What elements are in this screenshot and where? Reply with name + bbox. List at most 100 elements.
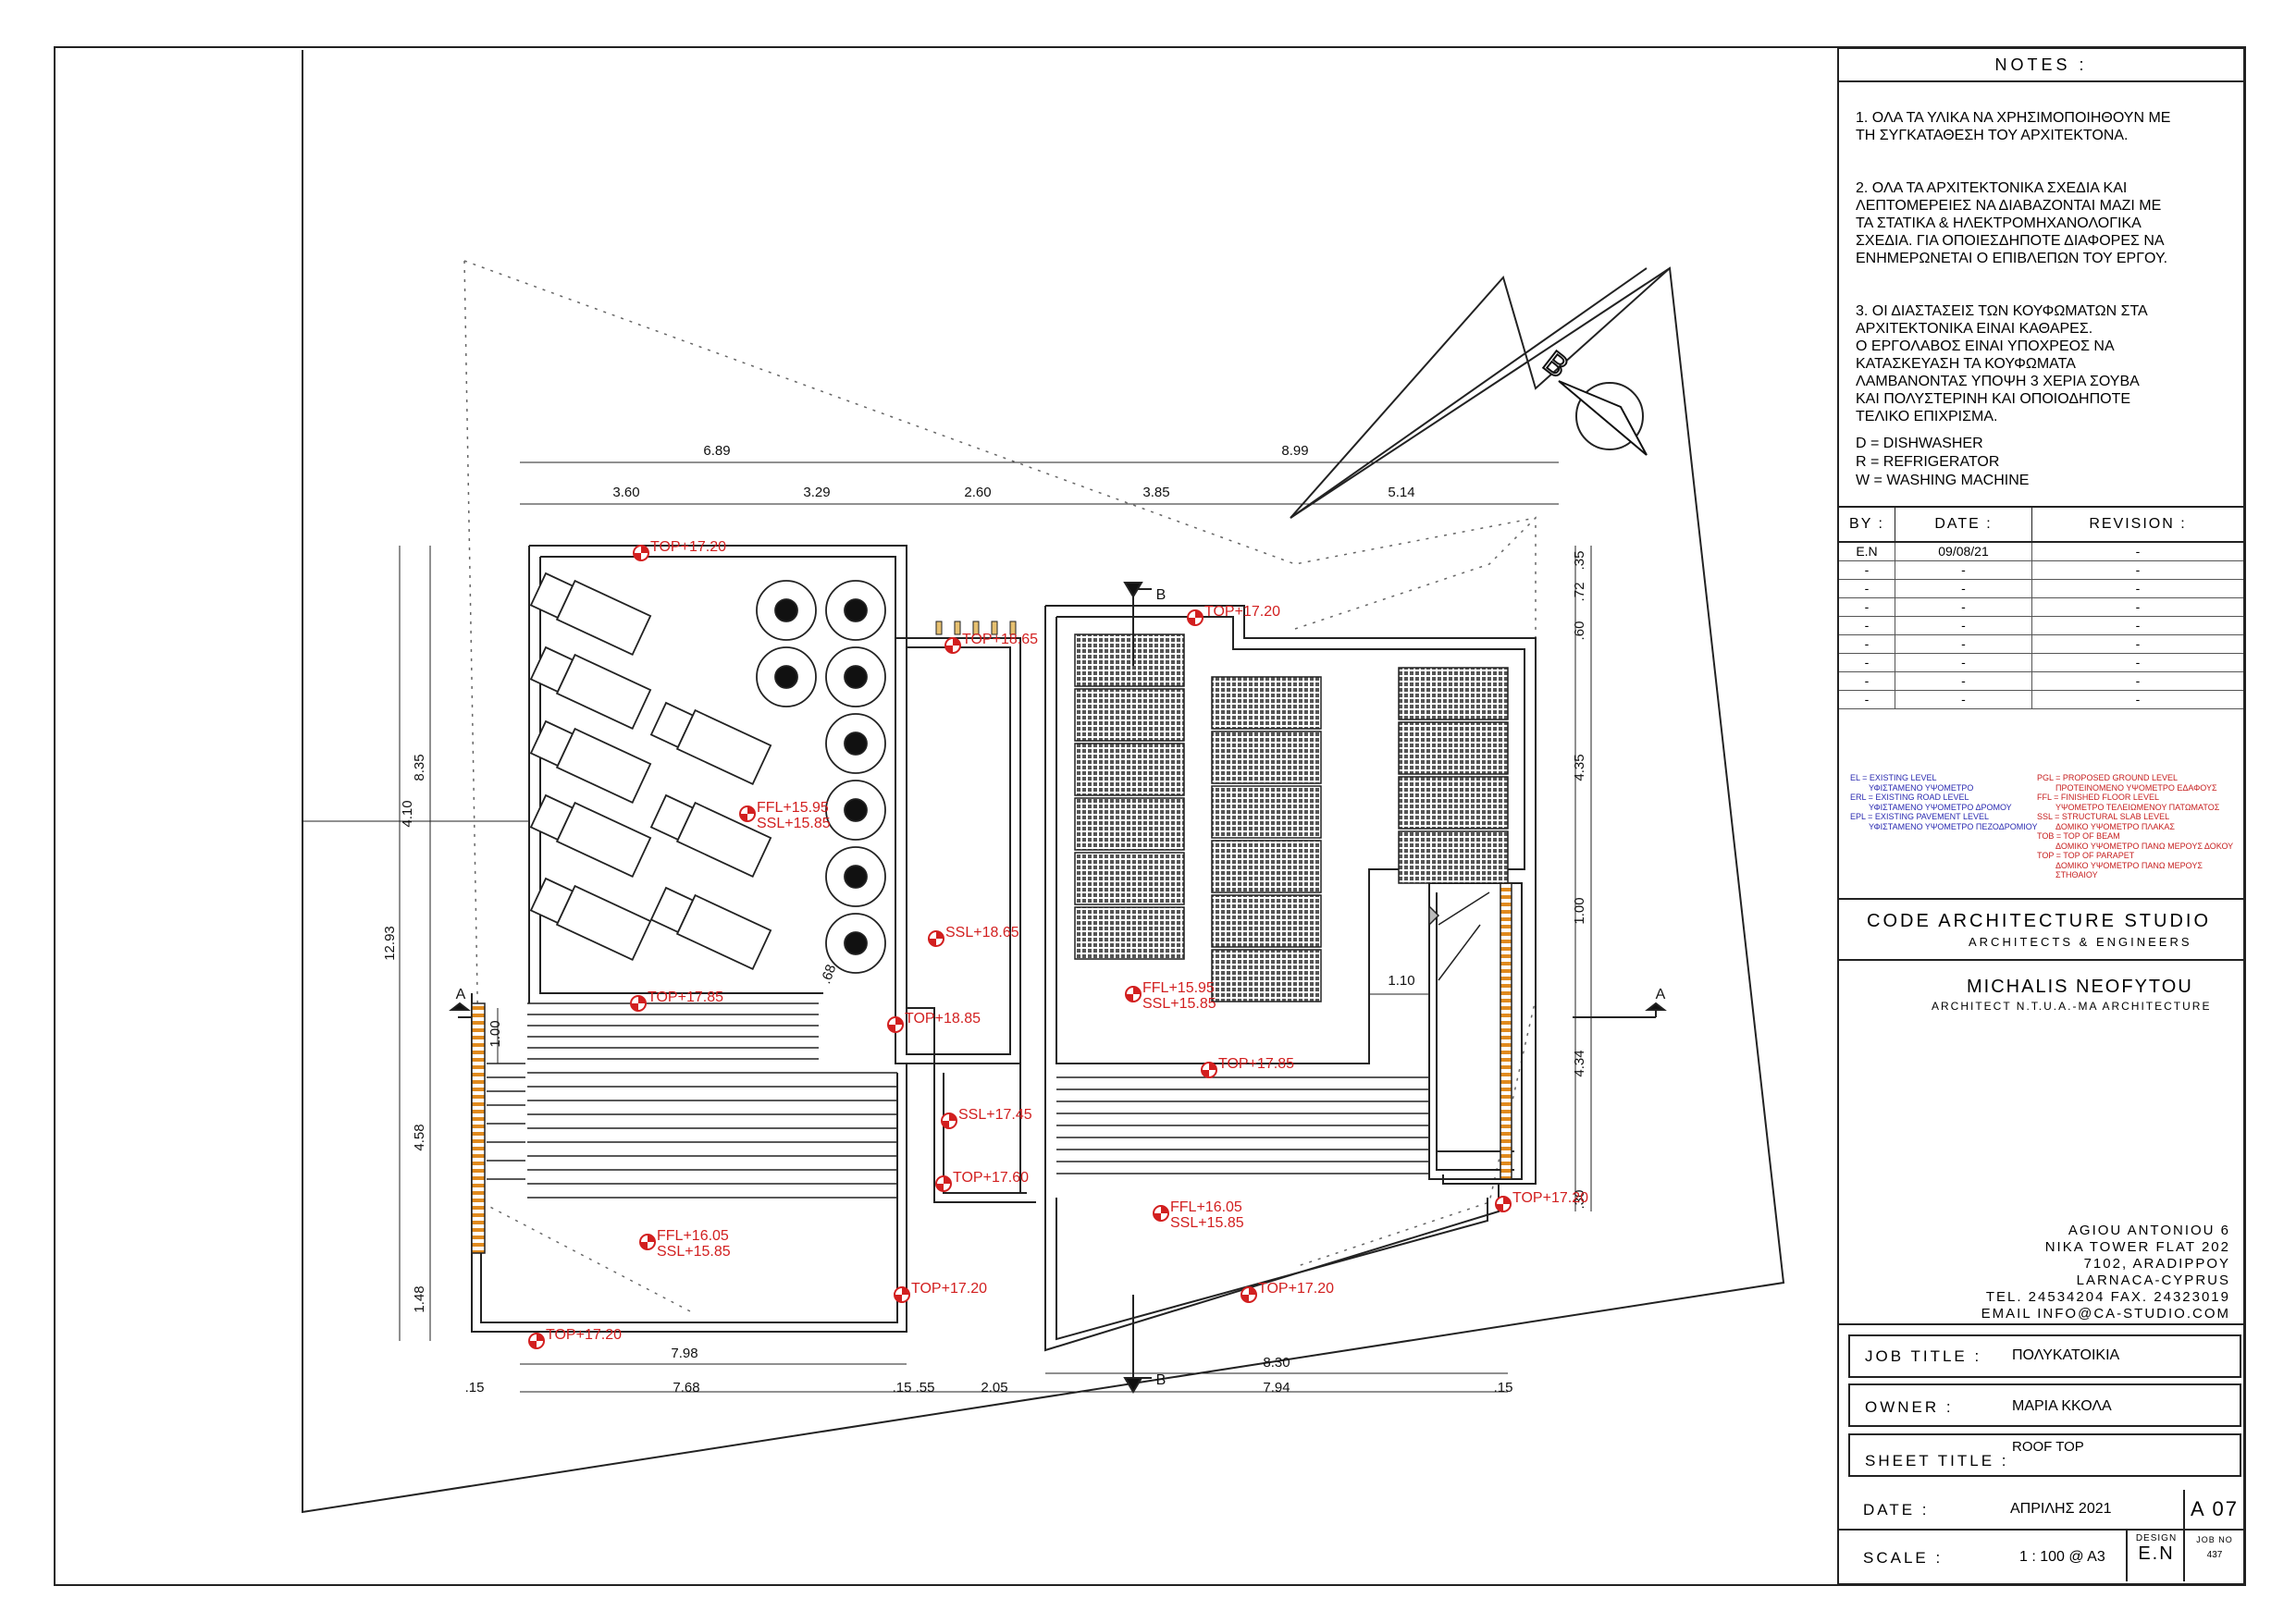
corridor-lines [527, 1002, 1429, 1199]
legend-value: ΥΦΙΣΤΑΜΕΝΟ ΥΨΟΜΕΤΡΟ ΠΕΖΟΔΡΟΜΙΟΥ [1869, 821, 2038, 831]
revision-row: --- [1839, 634, 2243, 654]
dimension-label: B [1156, 587, 1167, 603]
revision-row: --- [1839, 690, 2243, 709]
level-label: FFL+16.05 [657, 1228, 729, 1244]
note-2: 2. ΟΛΑ ΤΑ ΑΡΧΙΤΕΚΤΟΝΙΚΑ ΣΧΕΔΙΑ ΚΑΙ ΛΕΠΤΟ… [1856, 180, 2168, 266]
dimension-label: .55 [916, 1380, 935, 1396]
job-number-value: 437 [2206, 1550, 2223, 1560]
revision-cell: - [1839, 579, 1895, 598]
owner-value: ΜΑΡΙΑ ΚΚΟΛΑ [2012, 1398, 2112, 1414]
level-marker: TOP+17.60 [935, 1170, 1029, 1192]
sheet-number: A 07 [2183, 1490, 2244, 1529]
revision-cell: - [2031, 597, 2243, 617]
design-value: E.N [2138, 1543, 2175, 1564]
level-marker: TOP+17.20 [528, 1327, 622, 1349]
legend-key: TOB = TOP OF BEAM [2037, 831, 2120, 841]
dimension-label: 7.98 [671, 1346, 697, 1361]
dimension-label: 2.05 [981, 1380, 1007, 1396]
level-marker: TOP+17.20 [1495, 1190, 1588, 1212]
studio-subtitle: ARCHITECTS & ENGINEERS [1969, 935, 2192, 949]
level-label: FFL+15.95 [1142, 980, 1215, 996]
dimension-label: 7.68 [673, 1380, 699, 1396]
level-marker: TOP+18.85 [887, 1011, 981, 1033]
level-symbol-fill [640, 1235, 655, 1249]
studio-name: CODE ARCHITECTURE STUDIO [1867, 911, 2212, 931]
pv-panels [1074, 633, 1509, 1002]
revision-row: --- [1839, 597, 2243, 617]
level-marker: TOP+17.20 [1241, 1281, 1334, 1303]
dimension-label: 8.99 [1281, 443, 1308, 459]
level-label: FFL+15.95 [757, 800, 829, 816]
revision-cell: - [1839, 560, 1895, 580]
level-symbol-fill [942, 1113, 957, 1128]
revision-cell: - [1839, 616, 1895, 635]
studio-block: CODE ARCHITECTURE STUDIO ARCHITECTS & EN… [1839, 898, 2243, 961]
level-label: SSL+15.85 [657, 1244, 731, 1260]
dimension-label: 4.10 [400, 800, 415, 827]
level-marker: TOP+17.20 [894, 1281, 987, 1303]
dimension-label: .72 [1572, 583, 1587, 602]
level-label: TOP+17.20 [650, 539, 726, 555]
owner-label: OWNER : [1865, 1398, 1954, 1416]
setback-line-east [1294, 516, 1537, 1268]
note-1: 1. ΟΛΑ ΤΑ ΥΛΙΚΑ ΝΑ ΧΡΗΣΙΜΟΠΟΙΗΘΟΥΝ ΜΕ ΤΗ… [1856, 110, 2171, 143]
dimension-label: 3.60 [612, 485, 639, 500]
revision-cell: - [1895, 579, 2032, 598]
legend-value: ΔΟΜΙΚΟ ΥΨΟΜΕΤΡΟ ΠΛΑΚΑΣ [2055, 821, 2175, 831]
level-label: SSL+15.85 [757, 816, 831, 831]
setback-line-west [463, 260, 695, 1314]
revision-cell: - [2031, 542, 2243, 561]
dimension-label: 4.35 [1572, 754, 1587, 781]
scale-value: 1 : 100 @ A3 [2019, 1549, 2105, 1565]
level-symbol-fill [936, 1176, 951, 1191]
level-symbol-fill [1241, 1287, 1256, 1302]
east-stair [1428, 882, 1512, 1180]
revision-cell: - [1895, 634, 2032, 654]
level-markers: TOP+17.20TOP+17.20TOP+18.65FFL+15.95SSL+… [528, 539, 1588, 1349]
north-label: B [1537, 344, 1574, 385]
dimension-label: 1.00 [488, 1020, 503, 1047]
revision-cell: - [2031, 690, 2243, 709]
level-marker: TOP+17.20 [633, 539, 726, 561]
section-markers [449, 582, 1667, 1394]
dimension-label: 7.94 [1263, 1380, 1290, 1396]
notes-title: NOTES : [1839, 49, 2243, 82]
revision-cell: - [1839, 671, 1895, 691]
dimension-label: .30 [1572, 1190, 1587, 1210]
revision-cell: - [2031, 634, 2243, 654]
studio-address: AGIOU ANTONIOU 6 NIKA TOWER FLAT 202 710… [1981, 1223, 2230, 1322]
level-label: SSL+15.85 [1142, 996, 1216, 1012]
revision-cell: E.N [1839, 542, 1895, 561]
level-label: TOP+17.85 [1218, 1056, 1294, 1072]
legend-key: FFL = FINISHED FLOOR LEVEL [2037, 793, 2159, 802]
job-number-box: JOB NO 437 [2183, 1530, 2244, 1581]
legend-key: EL = EXISTING LEVEL [1850, 773, 1937, 782]
level-symbol-fill [945, 638, 960, 653]
dimension-label: 8.35 [412, 754, 427, 781]
dimension-label: 1.00 [1572, 897, 1587, 924]
sheet-title-box: SHEET TITLE : ROOF TOP [1848, 1433, 2241, 1477]
sheet-title-value: ROOF TOP [2012, 1439, 2084, 1455]
dimension-label: .15 [1494, 1380, 1513, 1396]
info-divider [1839, 1323, 2243, 1326]
level-symbol-fill [929, 931, 944, 946]
plot-boundary [302, 50, 1785, 1514]
scale-divider [1839, 1529, 2243, 1531]
level-symbol-fill [1496, 1197, 1511, 1211]
appliance-abbreviations: D = DISHWASHER R = REFRIGERATOR W = WASH… [1856, 436, 2030, 488]
solar-heaters [529, 572, 772, 971]
legend-value: ΥΦΙΣΤΑΜΕΝΟ ΥΨΟΜΕΤΡΟ ΔΡΟΜΟΥ [1869, 802, 2012, 812]
dimension-label: 4.34 [1572, 1050, 1587, 1076]
job-number-label: JOB NO [2196, 1535, 2233, 1544]
revision-cell: - [1895, 653, 2032, 672]
legend-key: PGL = PROPOSED GROUND LEVEL [2037, 773, 2178, 782]
legend-value: ΠΡΟΤΕΙΝΟΜΕΝΟ ΥΨΟΜΕΤΡΟ ΕΔΑΦΟΥΣ [2055, 782, 2217, 793]
title-block: NOTES : 1. ΟΛΑ ΤΑ ΥΛΙΚΑ ΝΑ ΧΡΗΣΙΜΟΠΟΙΗΘΟ… [1837, 47, 2245, 1585]
level-symbol-fill [1188, 610, 1203, 625]
sheet-title-label: SHEET TITLE : [1865, 1452, 2009, 1469]
